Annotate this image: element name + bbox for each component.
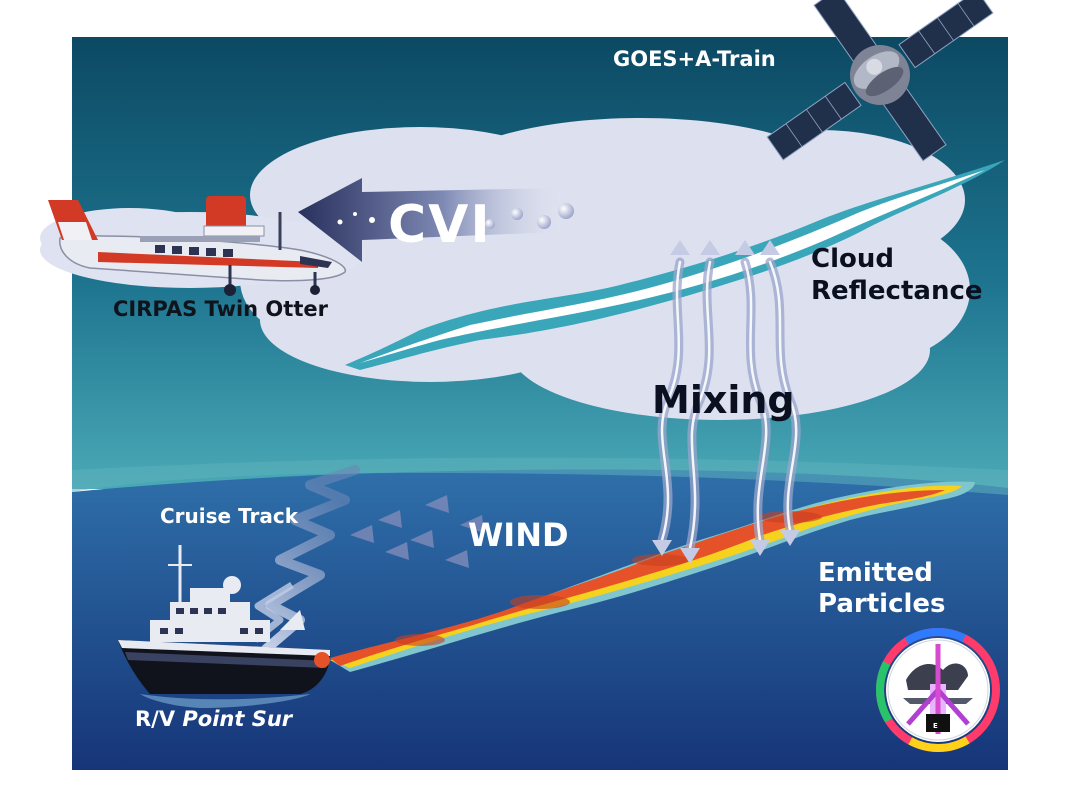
ship-wake: [140, 694, 310, 708]
satellite: [766, 0, 994, 162]
particles-label-line2: Particles: [818, 589, 946, 619]
particles-label-line1: Emitted: [818, 558, 933, 588]
ship-point-sur: [118, 545, 331, 694]
cloud-label-line2: Reflectance: [811, 276, 983, 306]
cvi-label: CVI: [388, 195, 492, 255]
cvi-arrow: [298, 178, 560, 262]
logo-letter: E: [933, 722, 938, 730]
sky-horizon-band: [72, 457, 1008, 495]
aircraft-label: CIRPAS Twin Otter: [113, 297, 328, 321]
cruise-track-zigzag: [260, 465, 360, 655]
mixing-label: Mixing: [652, 378, 795, 422]
twin-otter-aircraft: [48, 196, 346, 296]
satellite-label: GOES+A-Train: [613, 47, 776, 71]
consortium-logo: E: [876, 628, 1000, 752]
plume-core: [330, 490, 945, 666]
cvi-bubbles: [337, 203, 574, 229]
cruise-track-label: Cruise Track: [160, 504, 299, 528]
cloud-reflectance-label: Cloud Reflectance: [811, 243, 983, 307]
wind-chevrons: [350, 495, 484, 568]
plume-texture: [395, 511, 822, 646]
wind-label: WIND: [468, 516, 569, 554]
plume-yellow-band: [330, 485, 962, 668]
ship-label-name: Point Sur: [182, 707, 293, 731]
cloud-label-line1: Cloud: [811, 244, 894, 274]
emitted-particles-label: Emitted Particles: [818, 558, 946, 620]
cloud-reflectance-track-highlight: [360, 170, 985, 363]
ship-label-prefix: R/V: [135, 707, 183, 731]
mixing-arrows: [652, 240, 801, 564]
ship-label: R/V Point Sur: [135, 707, 292, 731]
